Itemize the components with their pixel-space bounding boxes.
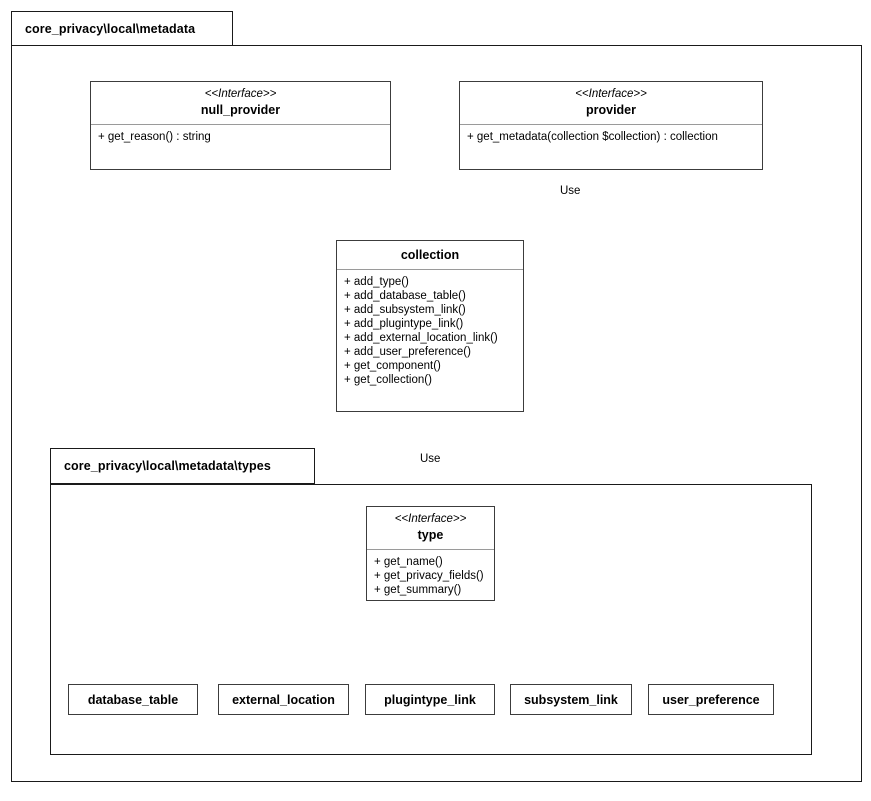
class-member: + get_metadata(collection $collection) :… xyxy=(467,131,718,143)
class-member: + get_name() xyxy=(374,556,443,568)
class-member: + get_privacy_fields() xyxy=(374,570,484,582)
class-name-null-provider: null_provider xyxy=(200,103,281,117)
class-box-type[interactable]: <<Interface>> type + get_name() + get_pr… xyxy=(366,506,495,601)
class-box-plugintype-link[interactable]: plugintype_link xyxy=(365,684,495,715)
class-box-collection[interactable]: collection + add_type() + add_database_t… xyxy=(336,240,524,412)
class-member: + get_reason() : string xyxy=(98,131,211,143)
package-tab-metadata: core_privacy\local\metadata xyxy=(11,11,233,46)
class-member: + get_collection() xyxy=(344,374,432,386)
class-name-database-table: database_table xyxy=(87,692,179,707)
class-member: + add_plugintype_link() xyxy=(344,318,464,330)
class-member: + add_database_table() xyxy=(344,290,466,302)
class-member: + add_external_location_link() xyxy=(344,332,498,344)
class-header-provider: <<Interface>> provider xyxy=(460,82,762,125)
class-members-null-provider: + get_reason() : string xyxy=(91,125,390,148)
class-box-external-location[interactable]: external_location xyxy=(218,684,349,715)
edge-label-use-collection-type: Use xyxy=(418,453,443,465)
class-name-collection: collection xyxy=(400,248,460,262)
class-name-plugintype-link: plugintype_link xyxy=(384,692,476,707)
class-box-provider[interactable]: <<Interface>> provider + get_metadata(co… xyxy=(459,81,763,170)
class-name-subsystem-link: subsystem_link xyxy=(524,692,618,707)
class-member: + add_subsystem_link() xyxy=(344,304,466,316)
package-label-types: core_privacy\local\metadata\types xyxy=(64,459,271,473)
class-members-type: + get_name() + get_privacy_fields() + ge… xyxy=(367,550,494,601)
package-label-metadata: core_privacy\local\metadata xyxy=(25,21,196,36)
class-stereotype-null-provider: <<Interface>> xyxy=(204,88,277,100)
class-stereotype-type: <<Interface>> xyxy=(394,513,467,525)
class-header-null-provider: <<Interface>> null_provider xyxy=(91,82,390,125)
class-name-type: type xyxy=(417,528,444,542)
class-name-user-preference: user_preference xyxy=(662,692,760,707)
class-member: + add_user_preference() xyxy=(344,346,471,358)
package-tab-types: core_privacy\local\metadata\types xyxy=(50,448,315,484)
class-member: + get_component() xyxy=(344,360,441,372)
class-members-collection: + add_type() + add_database_table() + ad… xyxy=(337,270,523,391)
class-box-user-preference[interactable]: user_preference xyxy=(648,684,774,715)
edge-label-use-provider-collection: Use xyxy=(558,185,583,197)
class-member: + get_summary() xyxy=(374,584,462,596)
class-name-external-location: external_location xyxy=(232,692,335,707)
class-members-provider: + get_metadata(collection $collection) :… xyxy=(460,125,762,148)
class-box-subsystem-link[interactable]: subsystem_link xyxy=(510,684,632,715)
class-member: + add_type() xyxy=(344,276,409,288)
class-box-null-provider[interactable]: <<Interface>> null_provider + get_reason… xyxy=(90,81,391,170)
class-name-provider: provider xyxy=(585,103,636,117)
class-header-collection: collection xyxy=(337,241,523,270)
class-box-database-table[interactable]: database_table xyxy=(68,684,198,715)
class-stereotype-provider: <<Interface>> xyxy=(575,88,647,100)
class-header-type: <<Interface>> type xyxy=(367,507,494,550)
